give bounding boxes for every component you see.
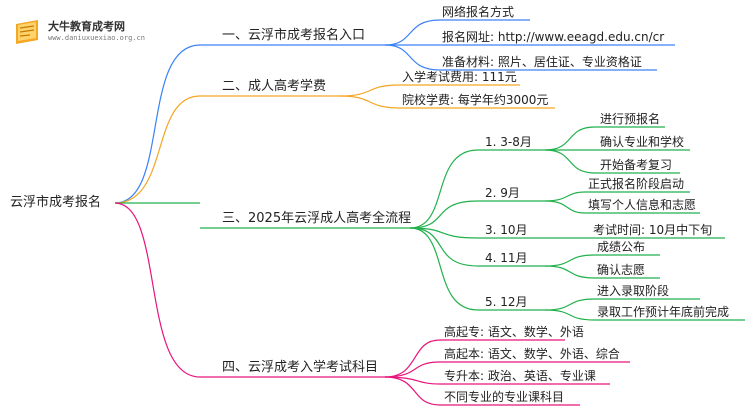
connector-line <box>384 376 610 385</box>
connector-root-b1 <box>114 44 201 204</box>
connector-line <box>544 298 700 311</box>
leaf-subject: 不同专业的专业课科目 <box>444 390 565 404</box>
logo-subtitle: www.daniuxuexiao.org.cn <box>48 34 145 42</box>
stage-2-item: 填写个人信息和志愿 <box>588 198 697 212</box>
connector-line <box>544 254 660 267</box>
connector-line <box>544 265 660 279</box>
stage-1-item: 开始备考复习 <box>600 158 673 172</box>
connector-line <box>544 191 690 202</box>
connector-line <box>384 376 580 406</box>
connector-line <box>339 84 520 97</box>
connector-line <box>339 95 555 109</box>
leaf-exam-fee: 入学考试费用: 111元 <box>402 70 517 84</box>
branch-registration-entry: 一、云浮市成考报名入口 <box>222 28 366 43</box>
stage-5-item: 进入录取阶段 <box>597 284 670 298</box>
stage-2-item: 正式报名阶段启动 <box>588 177 685 191</box>
branch-tuition: 二、成人高考学费 <box>222 79 327 94</box>
connector-line <box>544 126 665 151</box>
logo: 大牛教育成考网 www.daniuxuexiao.org.cn <box>10 14 145 52</box>
leaf-subject: 高起专: 语文、数学、外语 <box>444 325 584 339</box>
connector-line <box>384 44 657 71</box>
connector-line <box>384 19 530 46</box>
connector-line <box>544 200 700 214</box>
connector-root-b4 <box>114 202 201 378</box>
stage-5-item: 录取工作预计年底前完成 <box>597 305 730 319</box>
connector-line <box>409 227 545 267</box>
connector-line <box>544 149 680 174</box>
leaf-registration-url: 报名网址: http://www.eeagd.edu.cn/cr <box>442 30 665 44</box>
stage-4-item: 成绩公布 <box>597 240 646 254</box>
leaf-subject: 专升本: 政治、英语、专业课 <box>444 369 596 383</box>
stage-4-item: 确认志愿 <box>597 263 646 277</box>
leaf-online-registration: 网络报名方式 <box>442 5 515 19</box>
stage-3-label: 3. 10月 <box>485 223 528 237</box>
connector-line <box>409 200 545 229</box>
book-logo-icon <box>16 20 38 44</box>
stage-3-item: 考试时间: 10月中下旬 <box>593 223 713 237</box>
root-node: 云浮市成考报名 <box>10 195 102 210</box>
stage-2-label: 2. 9月 <box>485 186 520 200</box>
logo-title: 大牛教育成考网 <box>48 20 125 33</box>
connector-line <box>409 227 545 239</box>
connector-line <box>409 227 545 311</box>
leaf-required-materials: 准备材料: 照片、居住证、专业资格证 <box>442 55 642 69</box>
stage-1-item: 确认专业和学校 <box>600 135 685 149</box>
connector-root-b2 <box>114 95 201 204</box>
stage-1-item: 进行预报名 <box>600 112 661 126</box>
stage-5-label: 5. 12月 <box>485 295 528 309</box>
leaf-subject: 高起本: 语文、数学、外语、综合 <box>444 347 620 361</box>
connector-line <box>384 361 630 378</box>
branch-2025-process: 三、2025年云浮成人高考全流程 <box>222 211 412 226</box>
stage-1-label: 1. 3-8月 <box>485 135 532 149</box>
connector-line <box>544 309 745 321</box>
connector-line <box>409 149 545 229</box>
stage-4-label: 4. 11月 <box>485 251 528 265</box>
connector-line <box>384 339 565 378</box>
branch-exam-subjects: 四、云浮成考入学考试科目 <box>222 360 379 375</box>
leaf-school-tuition: 院校学费: 每学年约3000元 <box>402 93 549 107</box>
